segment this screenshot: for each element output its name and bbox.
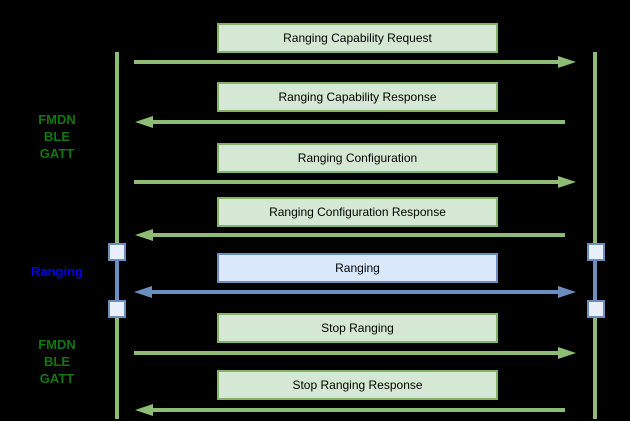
message-box-ranging-configuration: Ranging Configuration (217, 143, 498, 173)
section-label-ranging: Ranging (2, 263, 112, 280)
arrowhead-left-icon (135, 404, 153, 416)
activation-node (108, 243, 126, 261)
message-label: Ranging Configuration Response (269, 205, 446, 219)
message-box-ranging-capability-response: Ranging Capability Response (217, 82, 498, 112)
message-arrow (135, 404, 565, 416)
lifeline-left-blue-segment (115, 259, 119, 303)
section-label-fmdn-ble-gatt-top: FMDN BLE GATT (2, 111, 112, 162)
activation-node (108, 300, 126, 318)
section-label-line: BLE (44, 129, 70, 144)
arrowhead-right-icon (558, 176, 576, 188)
message-arrow (134, 56, 576, 68)
arrow-shaft (134, 60, 562, 64)
section-label-line: GATT (39, 371, 75, 386)
arrowhead-right-icon (558, 56, 576, 68)
message-box-ranging: Ranging (217, 253, 498, 283)
section-label-line: FMDN (38, 337, 76, 352)
arrowhead-right-icon (558, 347, 576, 359)
message-label: Stop Ranging (321, 321, 394, 335)
arrow-shaft (134, 180, 562, 184)
arrow-shaft (148, 290, 562, 294)
message-arrow (134, 286, 576, 298)
arrow-shaft (149, 120, 565, 124)
section-label-fmdn-ble-gatt-bottom: FMDN BLE GATT (2, 336, 112, 387)
section-label-line: GATT (39, 146, 75, 161)
message-box-ranging-configuration-response: Ranging Configuration Response (217, 197, 498, 227)
lifeline-right-blue-segment (593, 259, 597, 303)
lifeline-right-green-top (593, 52, 597, 243)
message-arrow (135, 229, 565, 241)
lifeline-left-green-bottom (115, 317, 119, 419)
message-label: Ranging Capability Response (278, 90, 437, 104)
message-label: Ranging Configuration (297, 151, 418, 165)
section-label-line: Ranging (31, 264, 83, 279)
section-label-line: BLE (44, 354, 70, 369)
arrowhead-left-icon (135, 116, 153, 128)
message-arrow (134, 347, 576, 359)
message-label: Ranging (335, 261, 380, 275)
lifeline-left-green-top (115, 52, 119, 243)
message-label: Ranging Capability Request (283, 31, 432, 45)
lifeline-right-green-bottom (593, 317, 597, 419)
arrowhead-left-icon (134, 286, 152, 298)
arrow-shaft (149, 408, 565, 412)
message-box-ranging-capability-request: Ranging Capability Request (217, 23, 498, 53)
message-label: Stop Ranging Response (292, 378, 423, 392)
message-box-stop-ranging: Stop Ranging (217, 313, 498, 343)
message-arrow (135, 116, 565, 128)
activation-node (587, 300, 605, 318)
arrowhead-left-icon (135, 229, 153, 241)
message-arrow (134, 176, 576, 188)
arrowhead-right-icon (558, 286, 576, 298)
section-label-line: FMDN (38, 112, 76, 127)
arrow-shaft (149, 233, 565, 237)
activation-node (587, 243, 605, 261)
arrow-shaft (134, 351, 562, 355)
message-box-stop-ranging-response: Stop Ranging Response (217, 370, 498, 400)
